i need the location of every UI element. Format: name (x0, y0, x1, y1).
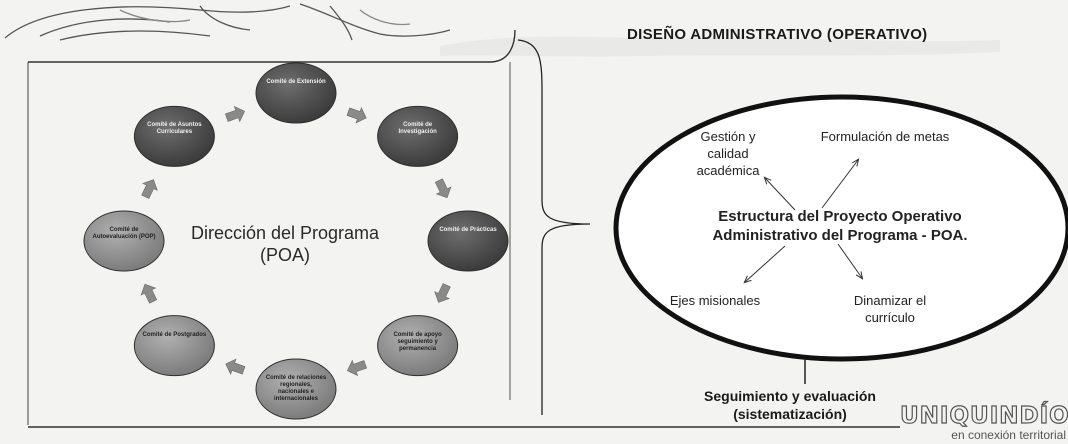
cycle-arrow-postgrados (140, 283, 158, 304)
ejes-label: Ejes misionales (669, 293, 761, 308)
diagram-title: DISEÑO ADMINISTRATIVO (OPERATIVO) (627, 26, 928, 43)
committee-node-asuntos-curriculares (133, 105, 215, 167)
uniquindio-logo: UNIQUINDÍO en conexión territorial (899, 403, 1068, 442)
committee-node-apoyo (377, 315, 459, 377)
logo-name: UNIQUINDÍO (899, 403, 1068, 429)
committee-label-relaciones: Comité de relaciones regionales, naciona… (265, 375, 327, 402)
arrow-to-dinamizar (837, 243, 862, 278)
metas-label: Formulación de metas (820, 129, 950, 144)
program-direction-label: Dirección del Programa (POA) (160, 222, 410, 266)
committee-node-investigacion (377, 105, 459, 167)
dinamizar-label: Dinamizar el currículo (853, 293, 927, 325)
cycle-arrow-apoyo (346, 359, 368, 377)
light-smudge (440, 36, 1000, 57)
seguimiento-line1: Seguimiento y evaluación (704, 388, 876, 404)
cycle-arrow-practicas (434, 283, 451, 303)
cycle-arrow-asuntos-curriculares (224, 105, 246, 123)
committee-node-autoevaluacion (83, 210, 165, 272)
committee-label-autoevaluacion: Comité de Autoevaluación (POP) (92, 227, 156, 240)
connector-bracket (517, 39, 591, 415)
cycle-arrows (140, 105, 452, 377)
committee-label-apoyo: Comité de apoyo seguimiento y permanenci… (393, 331, 442, 352)
committee-node-extension (255, 62, 337, 124)
committee-label-postgrados: Comité de Postgrados (142, 331, 207, 338)
committee-cycle (83, 62, 509, 420)
arrow-to-ejes (745, 245, 786, 282)
seguimiento-line2: (sistematización) (733, 406, 847, 422)
logo-tagline: en conexión territorial (951, 428, 1066, 442)
committee-label-extension: Comité de Extensión (266, 79, 326, 85)
committee-node-practicas (427, 210, 509, 272)
poa-oval (613, 94, 1068, 362)
program-direction-line1: Dirección del Programa (190, 223, 380, 243)
program-direction-line2: (POA) (259, 245, 310, 265)
arrow-to-gestion (765, 178, 796, 211)
panel-border (28, 29, 516, 63)
cycle-arrow-investigacion (434, 178, 452, 199)
poa-structure-label: Estructura del Proyecto Operativo Admini… (650, 207, 1030, 245)
plant-illustration (4, 3, 451, 41)
committee-label-investigacion: Comité de Investigación (398, 122, 437, 136)
seguimiento-label: Seguimiento y evaluación (sistematizació… (645, 387, 935, 423)
committee-node-postgrados (133, 315, 215, 377)
cycle-arrow-relaciones (225, 358, 246, 375)
cycle-arrow-extension (346, 107, 367, 124)
gestion-label: Gestión y calidad académica (696, 129, 760, 178)
arrow-to-metas (821, 160, 858, 209)
committee-label-asuntos-curriculares: Comité de Asuntos Curriculares (147, 122, 202, 136)
cycle-arrow-autoevaluacion (141, 179, 158, 199)
committee-node-relaciones (255, 358, 337, 420)
poa-structure-line1: Estructura del Proyecto Operativo (718, 208, 962, 225)
poa-structure-line2: Administrativo del Programa - POA. (712, 227, 968, 244)
committee-label-practicas: Comité de Prácticas (439, 227, 497, 233)
